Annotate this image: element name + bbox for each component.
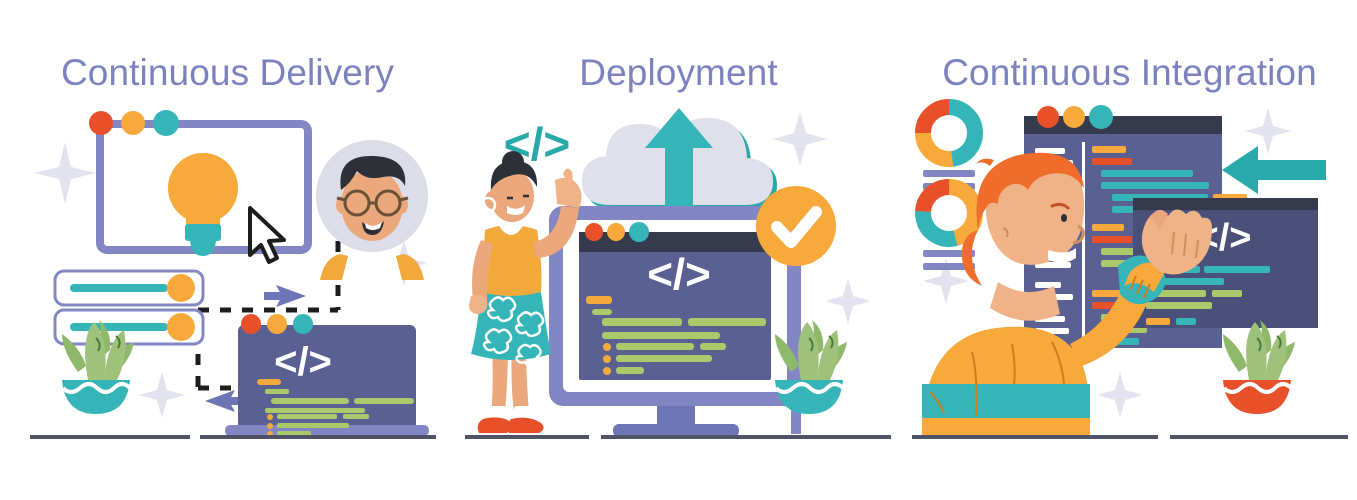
panel-title-deployment: Deployment (579, 52, 778, 93)
panel-title-continuous-delivery: Continuous Delivery (60, 52, 394, 93)
code-lines (586, 296, 766, 375)
code-window[interactable]: </> (225, 314, 429, 437)
panel-continuous-delivery: Continuous Delivery (0, 0, 455, 500)
glasses-icon (336, 189, 409, 217)
window-dots (241, 314, 313, 334)
svg-text:</>: </> (647, 250, 711, 299)
sparkle-icon (34, 142, 96, 204)
arrow-left-icon (205, 390, 240, 412)
potted-plant-teal (61, 320, 134, 414)
sparkle-icon (923, 258, 969, 304)
sparkle-icon (773, 112, 827, 166)
window-dots (585, 222, 649, 242)
ground-line (912, 435, 1348, 439)
developer-man (922, 152, 1212, 436)
cloud-upload-icon (582, 108, 777, 210)
continuous-delivery-art: </> (30, 110, 436, 439)
monitor[interactable]: </> (549, 206, 801, 437)
developer-woman (469, 151, 582, 433)
lightbulb-icon (168, 153, 238, 256)
ground-line (30, 435, 436, 439)
setting-slider-1[interactable] (53, 269, 205, 307)
arrow-right-icon (264, 285, 306, 307)
donut-chart-2 (915, 179, 983, 247)
sparkle-icon (1097, 372, 1143, 418)
code-lines (1146, 266, 1270, 325)
mouse-cursor-icon[interactable] (248, 206, 286, 264)
setting-slider-2[interactable] (53, 308, 205, 346)
continuous-integration-art: </> (912, 99, 1348, 439)
window-dots (1037, 105, 1113, 129)
avatar[interactable] (316, 140, 428, 280)
deployment-art: </> </> (465, 108, 891, 439)
sparkle-icon (139, 372, 185, 418)
panel-deployment: Deployment </> (455, 0, 902, 500)
svg-text:</>: </> (274, 340, 332, 384)
ground-line (465, 435, 891, 439)
potted-plant-red (1222, 320, 1295, 414)
merge-arrow-left-icon (1222, 146, 1326, 194)
sparkle-icon (1245, 108, 1291, 154)
success-check-badge (756, 186, 836, 266)
code-lines (257, 379, 414, 437)
panel-title-continuous-integration: Continuous Integration (942, 52, 1317, 93)
panel-continuous-integration: Continuous Integration (902, 0, 1357, 500)
donut-chart-1 (915, 99, 983, 167)
sparkle-icon (825, 278, 871, 324)
window-dots (89, 110, 179, 136)
potted-plant-teal (774, 320, 847, 414)
